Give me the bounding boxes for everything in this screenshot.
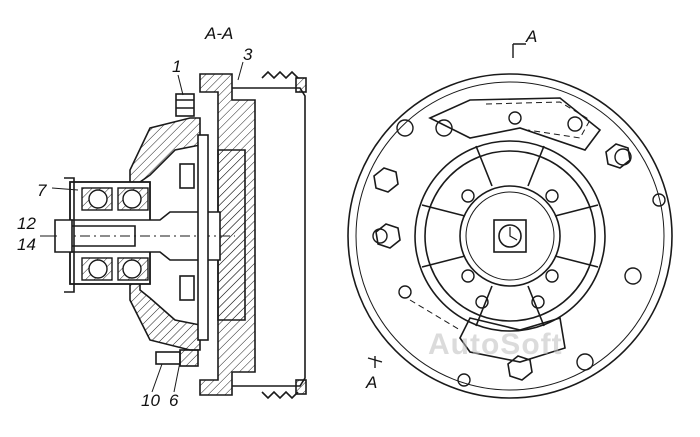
pulley-rim bbox=[232, 87, 306, 387]
hex-nut bbox=[373, 167, 399, 193]
bearing-balls bbox=[81, 187, 149, 281]
callout-7: 7 bbox=[37, 181, 47, 200]
callout-14: 14 bbox=[17, 235, 36, 254]
pulley-disc bbox=[217, 149, 246, 321]
shaft-bolt bbox=[54, 219, 73, 253]
callout-1: 1 bbox=[172, 57, 182, 76]
section-mark-top: A bbox=[526, 27, 538, 46]
section-title: A-A bbox=[205, 24, 234, 43]
callout-12: 12 bbox=[17, 214, 36, 233]
inner-ring bbox=[414, 140, 606, 332]
center-nut bbox=[493, 219, 527, 253]
arm-bottom bbox=[459, 316, 566, 363]
callout-3: 3 bbox=[243, 45, 253, 64]
leader-lines bbox=[40, 61, 244, 393]
outer-rim bbox=[347, 73, 673, 399]
watermark: AutoSoft bbox=[428, 328, 563, 361]
callout-10: 10 bbox=[141, 391, 160, 410]
hub-circle bbox=[459, 185, 561, 287]
arm-top bbox=[428, 97, 602, 151]
section-cut-marks bbox=[367, 43, 526, 368]
callout-6: 6 bbox=[169, 391, 179, 410]
front-view bbox=[347, 73, 673, 399]
section-view bbox=[54, 70, 307, 400]
section-mark-bottom: A bbox=[366, 373, 378, 392]
